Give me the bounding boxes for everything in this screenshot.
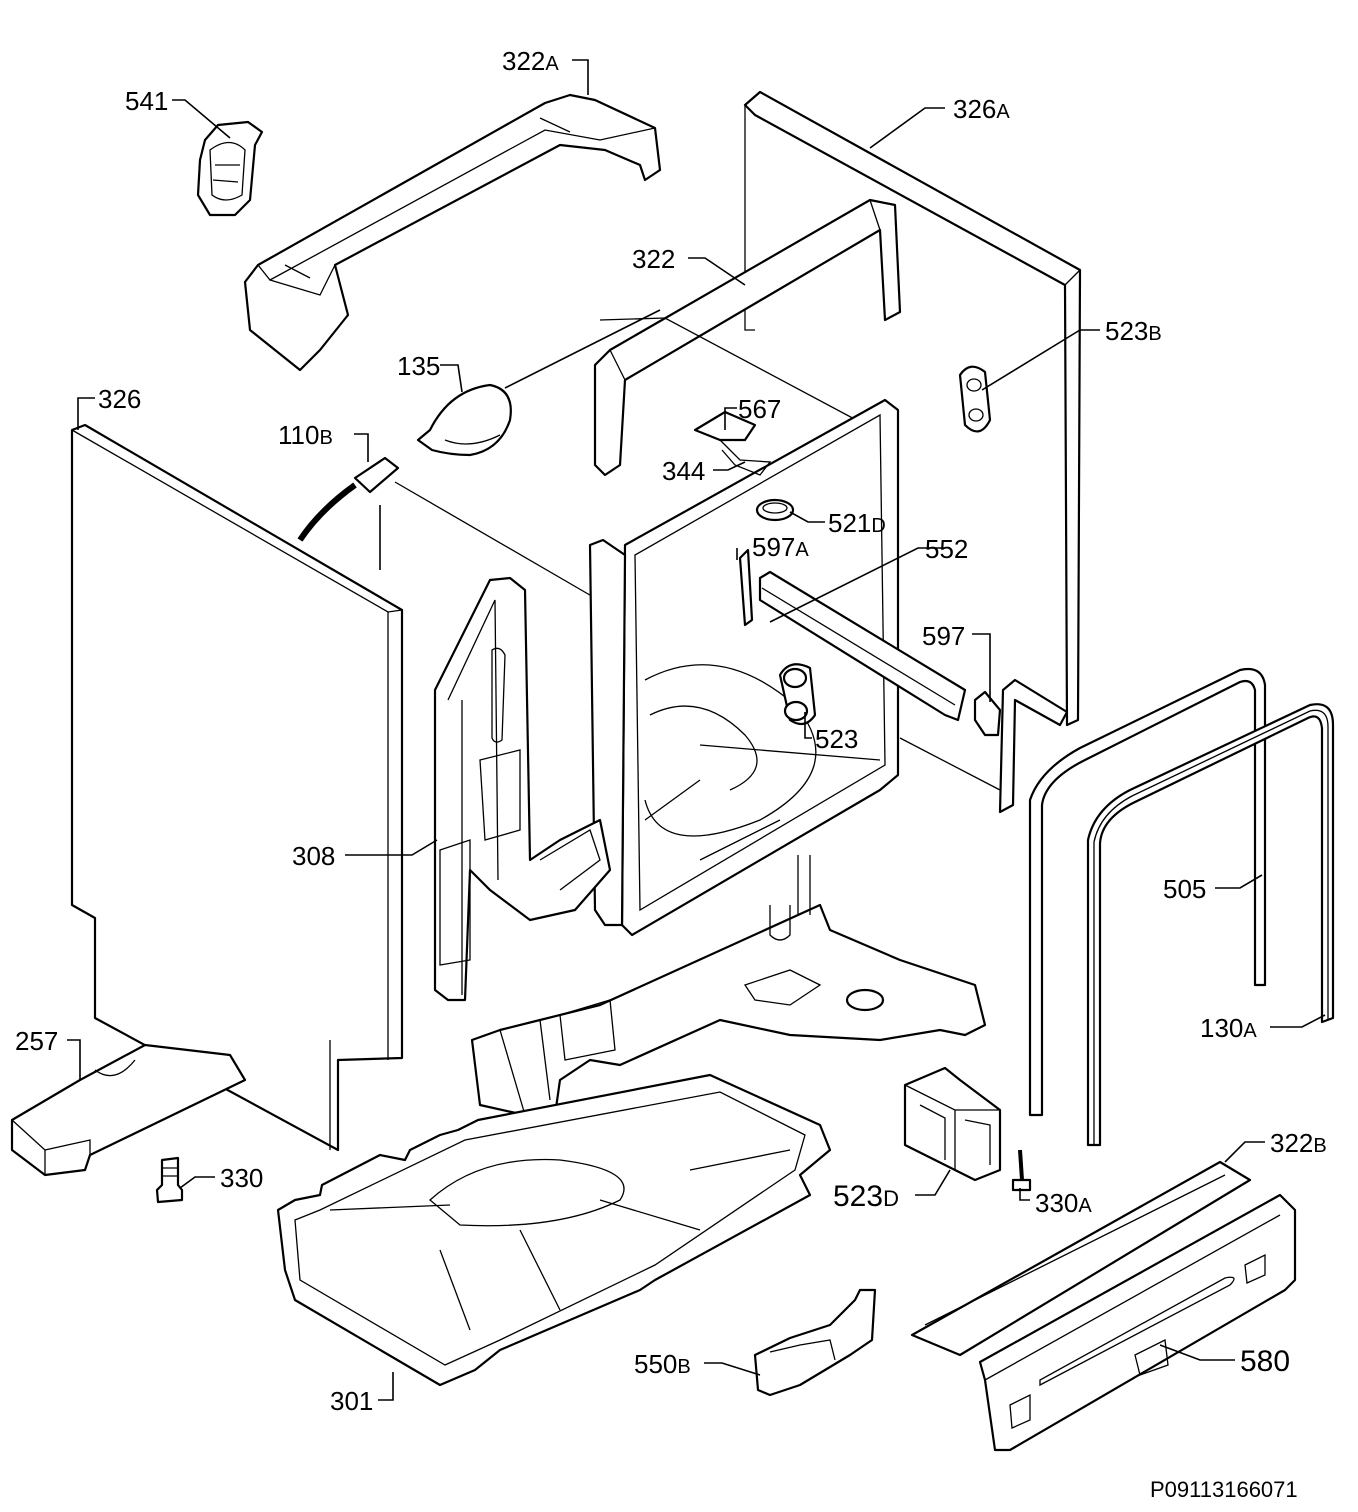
part-597a-clip — [738, 548, 754, 627]
label-523: 523 — [815, 724, 858, 754]
part-tub — [394, 317, 900, 937]
label-322: 322 — [632, 244, 675, 274]
part-135-float — [416, 383, 512, 457]
part-505-seal — [1028, 667, 1267, 1117]
part-552-rail — [758, 570, 967, 722]
part-110b-hose — [297, 456, 400, 570]
part-550b-bracket — [753, 1288, 877, 1397]
part-523b-grommet — [958, 365, 992, 433]
label-550b: 550B — [634, 1349, 691, 1379]
part-580-plinth — [978, 1193, 1297, 1452]
label-567: 567 — [738, 394, 781, 424]
part-523-grommet — [778, 663, 817, 726]
part-322-top-frame — [593, 198, 902, 477]
label-580: 580 — [1240, 1345, 1290, 1378]
label-523b: 523B — [1105, 316, 1162, 346]
label-505: 505 — [1163, 874, 1206, 904]
part-labels: 541 322A 326A 322 523B 135 326 567 110B … — [15, 46, 1327, 1416]
part-521d-plug — [755, 498, 795, 522]
part-330a-screw — [1011, 1149, 1032, 1192]
label-330: 330 — [220, 1163, 263, 1193]
label-257: 257 — [15, 1026, 58, 1056]
label-326: 326 — [98, 384, 141, 414]
part-326a-side-panel — [743, 90, 1082, 814]
label-322b: 322B — [1270, 1128, 1327, 1158]
part-326-side-panel — [70, 423, 404, 1152]
label-344: 344 — [662, 456, 705, 486]
part-301-tray — [276, 1073, 832, 1387]
label-521d: 521D — [828, 508, 886, 538]
drawing-code: P09113166071 — [1150, 1477, 1298, 1502]
part-597-clip — [973, 690, 1002, 737]
label-552: 552 — [925, 534, 968, 564]
label-597a: 597A — [752, 532, 809, 562]
part-523d-bracket — [903, 1066, 1002, 1182]
part-541-clip — [196, 120, 264, 217]
part-308-hinge — [433, 576, 612, 1002]
label-135: 135 — [397, 351, 440, 381]
label-541: 541 — [125, 86, 168, 116]
label-326a: 326A — [953, 94, 1010, 124]
part-base-frame — [470, 855, 987, 1117]
label-322a: 322A — [502, 46, 559, 76]
label-110b: 110B — [278, 420, 333, 450]
leader-lines — [67, 59, 1326, 1401]
label-301: 301 — [330, 1386, 373, 1416]
part-322a-top-cover — [243, 93, 662, 372]
label-330a: 330A — [1035, 1188, 1092, 1218]
part-257-box — [10, 1043, 247, 1177]
label-308: 308 — [292, 841, 335, 871]
label-597: 597 — [922, 621, 965, 651]
part-330-valve — [155, 1156, 184, 1204]
label-523d: 523D — [833, 1180, 899, 1213]
part-322b-rail — [910, 1160, 1252, 1357]
label-130a: 130A — [1200, 1013, 1257, 1043]
part-130a-seal — [1086, 703, 1335, 1147]
